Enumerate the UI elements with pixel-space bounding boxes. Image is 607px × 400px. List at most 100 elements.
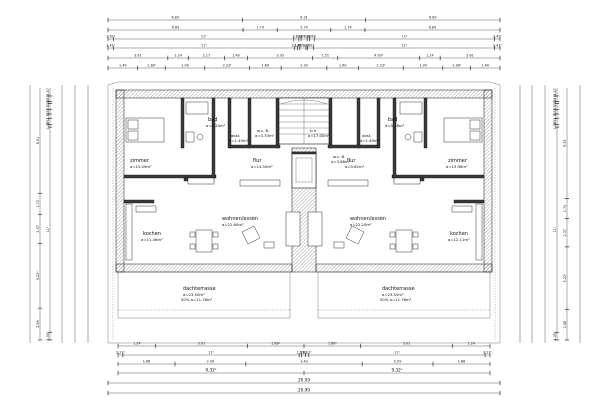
dim-label: 2.58 [36,320,40,328]
dim-label: 9.32⁵ [391,368,402,373]
dim-label: 3.21⁵ [483,351,493,355]
dim-label: 2.13⁵ [291,44,301,48]
dim-label: 3.51 [46,118,50,126]
dim-label: 2.17 [203,54,211,58]
dim-label: 5.22⁵ [36,271,40,281]
dim-label: 1.99 [419,64,427,68]
dim-label: 3.51 [46,103,50,111]
wc-right-area: a=3.68m² [331,159,351,164]
dim-label: 11⁵ [208,351,214,355]
abst-right-name: abst. [362,133,371,138]
dim-label: 1.74 [256,26,264,30]
terrace-left-name: dachterrasse [183,286,216,292]
dim-label: 11⁵ [46,226,50,232]
dim-label: 20.99 [298,388,310,393]
dim-label: 2.23⁵ [376,64,386,68]
stair-hall-name: tr.h. [310,128,318,133]
kochen-right-name: kochen [450,231,468,237]
dim-label: 1.24 [174,54,182,58]
dim-label: 1.40⁵ [296,35,306,39]
dim-label: 1.51 [321,54,329,58]
dim-label: 2.35 [553,108,557,116]
dim-label: 4.47 [46,88,50,96]
dim-label: 4.47 [553,88,557,96]
dim-label: 3.24 [293,35,301,39]
dim-label: 9.32⁵ [205,368,216,373]
dim-label: 3.01 [403,342,411,346]
dim-label: 1.68 [143,360,151,364]
bad-left-name: bad [208,117,217,123]
dim-label: 1.24 [426,54,434,58]
dim-label: 2.35 [46,112,50,120]
dim-label: 4.35⁵ [553,331,557,341]
flur-right-name: flur [347,158,356,164]
dim-label: 2.23⁵ [223,64,233,68]
dim-label: 6.89 [429,26,437,30]
dim-label: 4.93⁵ [374,54,384,58]
dim-label: 1.49 [119,64,127,68]
dim-label: 20.09 [298,378,310,383]
dim-label: 1.40⁵ [294,44,304,48]
dim-label: 6.89 [172,26,180,30]
bad-right-name: bad [388,117,397,123]
dim-label: 2.35 [553,112,557,120]
dim-label: 3.51 [553,103,557,111]
dim-label: 2.61 [300,351,308,355]
dim-label: 3.41⁵ [493,44,503,48]
dim-label: 11⁵ [401,44,407,48]
left-dimension-chains: 4.473.181.06⁵3.512.352.353.511.4911⁵4.35… [29,85,89,343]
dim-label: 1.49 [553,122,557,130]
dim-label: 2.30 [300,64,308,68]
kochen-right-area: a=12.11m² [448,237,470,242]
bad-left-area: a=6.24m² [206,123,226,128]
dim-label: 3.18 [46,95,50,103]
dim-label: 1.86⁵ [328,342,338,346]
terrace-left-note: 50% a=11.76m² [181,297,213,302]
abst-left-area: a=1.49m² [229,138,249,143]
roof-outline [107,81,501,344]
abst-right-area: a=1.49m² [360,138,380,143]
bad-right-area: a=5.18m² [385,123,405,128]
dim-label: 4.35⁵ [46,331,50,341]
dim-label: 9.25 [563,139,567,147]
dim-label: 2.35 [46,108,50,116]
dim-label: 2.58 [563,321,567,329]
kochen-left-area: a=11.46m² [141,237,163,242]
dim-label: 3.93 [300,35,308,39]
wohnen-right-area: a=22.20m² [350,222,372,227]
wc-right-name: w.c. B. [333,154,345,159]
dim-label: 1.24 [467,342,475,346]
dim-label: 1.01 [303,44,311,48]
dim-label: 1.74 [344,26,352,30]
flur-right-area: a=9.82m² [345,164,365,169]
dim-label: 3.93 [299,44,307,48]
staircase [278,97,330,189]
dim-label: 3.41⁵ [493,35,503,39]
dim-label: 2.37 [36,225,40,233]
dim-label: 3.61 [466,54,474,58]
wohnen-right-name: wohnen/essen [350,216,386,222]
wohnen-left-area: a=22.60m² [222,222,244,227]
dim-label: 1.51 [297,351,305,355]
room-labels: zimmer a=15.09m² zimmer a=13.98m² bad a=… [130,117,470,302]
dim-label: 1.99 [181,64,189,68]
right-dimension-chains: 4.473.181.06⁵3.512.352.353.511.4911⁵4.35… [519,85,581,343]
flur-left-name: flur [253,158,262,164]
dim-label: 1.24 [133,342,141,346]
dim-label: 6.89 [429,16,437,20]
dim-label: 1.40⁵ [304,35,314,39]
wc-left-area: a=3.33m² [255,133,275,138]
dim-label: 1.60 [339,64,347,68]
dim-label: 11⁵ [394,351,400,355]
dim-label: 2.09 [207,360,215,364]
dim-label: 1.49 [46,122,50,130]
dim-label: 2.74 [300,26,308,30]
wc-left-name: w.c. B. [257,128,269,133]
dim-label: 1.60 [261,64,269,68]
dim-label: 3.21⁵ [116,351,126,355]
terrace-left-area: a=23.50m² [183,292,205,297]
dim-label: 6.31 [300,16,308,20]
abst-left-name: abst. [231,133,240,138]
